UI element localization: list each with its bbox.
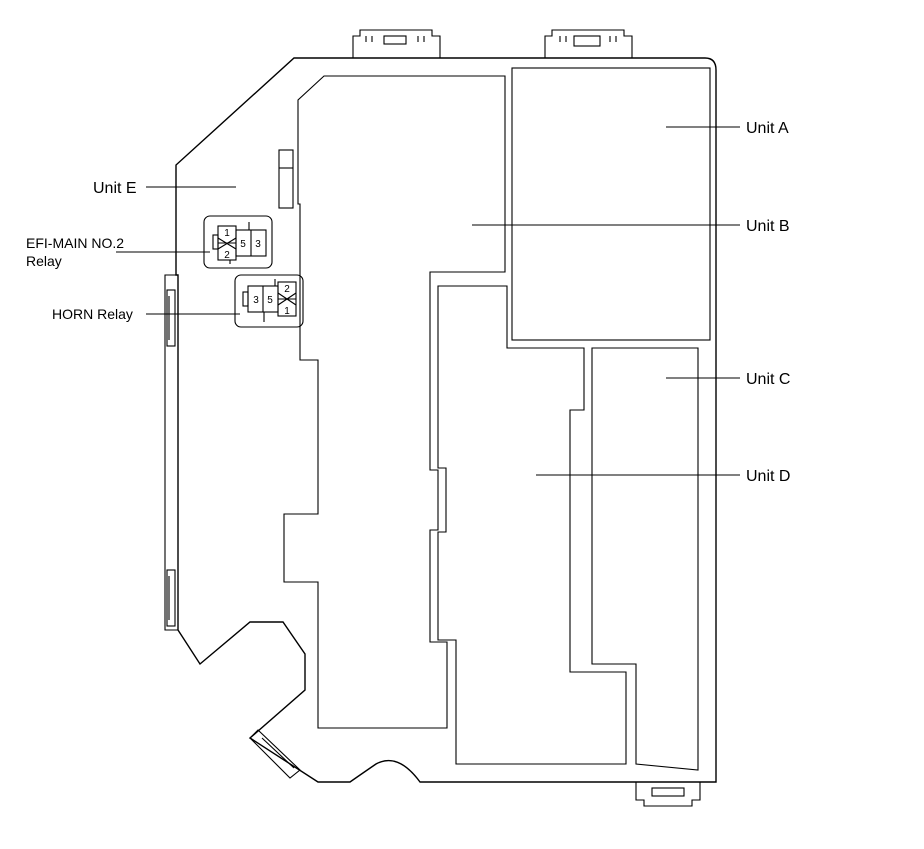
label-horn-relay: HORN Relay [52, 306, 133, 322]
unit-b-region [283, 75, 506, 729]
horn-pin-5: 5 [267, 295, 273, 306]
unit-a-region [511, 67, 711, 341]
label-efi-main-line1: EFI-MAIN NO.2 [26, 235, 124, 251]
efi-pin-3: 3 [255, 239, 261, 250]
horn-relay-connector: 3 5 2 1 [234, 274, 304, 328]
efi-pin-1: 1 [224, 228, 230, 239]
label-unit-d: Unit D [746, 468, 790, 485]
efi-pin-2: 2 [224, 250, 230, 261]
horn-pin-1: 1 [284, 306, 290, 317]
label-unit-a: Unit A [746, 120, 789, 137]
unit-d-region [437, 285, 627, 765]
horn-pin-3: 3 [253, 295, 259, 306]
horn-pin-2: 2 [284, 284, 290, 295]
label-unit-c: Unit C [746, 371, 790, 388]
unit-c-region [591, 347, 699, 771]
housing-outline [164, 29, 717, 807]
label-unit-e: Unit E [93, 180, 137, 197]
efi-main-relay-connector: 1 2 5 3 [203, 215, 273, 269]
label-unit-b: Unit B [746, 218, 790, 235]
efi-pin-5: 5 [240, 239, 246, 250]
label-efi-main-line2: Relay [26, 253, 62, 269]
leader-lines [116, 126, 740, 476]
